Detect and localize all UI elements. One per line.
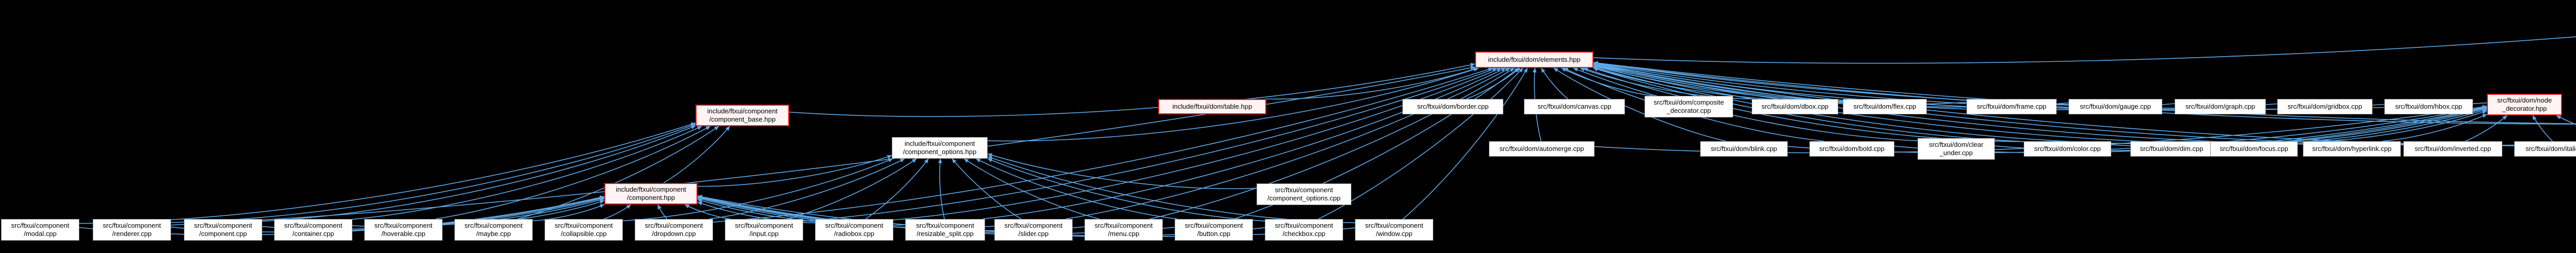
graph-node-canvas-cpp[interactable]: src/ftxui/dom/canvas.cpp [1524, 99, 1625, 114]
include-edge-composite_decorator_cpp-to-elements_hpp [1561, 68, 1653, 96]
include-edge-slider_cpp-to-component_options_hpp [952, 158, 1022, 220]
include-edge-resizable_split_cpp-to-elements_hpp [982, 68, 1506, 220]
graph-node-window-cpp[interactable]: src/ftxui/component /window.cpp [1355, 219, 1433, 241]
include-edge-menu_cpp-to-elements_hpp [1149, 68, 1515, 220]
graph-node-input-cpp[interactable]: src/ftxui/component /input.cpp [725, 219, 803, 241]
graph-node-maybe-cpp[interactable]: src/ftxui/component /maybe.cpp [454, 219, 533, 241]
include-edge-resizable_split_cpp-to-component_options_hpp [938, 158, 945, 220]
include-edge-dropdown_cpp-to-elements_hpp [713, 67, 1493, 223]
include-edge-input_cpp-to-component_hpp [684, 204, 731, 220]
graph-node-frame-cpp[interactable]: src/ftxui/dom/frame.cpp [1967, 99, 2057, 114]
graph-node-hoverable-cpp[interactable]: src/ftxui/component /hoverable.cpp [364, 219, 443, 241]
include-edge-checkbox_cpp-to-component_options_hpp [987, 158, 1265, 222]
graph-node-slider-cpp[interactable]: src/ftxui/component /slider.cpp [994, 219, 1073, 241]
include-edge-container_cpp-to-component_base_hpp [352, 126, 702, 220]
include-edge-renderer_cpp-to-component_base_hpp [171, 124, 696, 223]
include-edge-hyperlink_cpp-to-node_decorator_hpp [2382, 113, 2487, 142]
include-edge-maybe_cpp-to-component_hpp [532, 204, 605, 222]
include-edge-input_cpp-to-component_options_hpp [787, 158, 917, 220]
graph-node-gridbox-cpp[interactable]: src/ftxui/dom/gridbox.cpp [2277, 99, 2372, 114]
include-edge-component_cpp-to-component_base_hpp [262, 125, 696, 222]
include-edge-input_cpp-to-elements_hpp [803, 68, 1497, 222]
graph-node-bold-cpp[interactable]: src/ftxui/dom/bold.cpp [1809, 141, 1894, 157]
graph-node-button-cpp[interactable]: src/ftxui/component /button.cpp [1175, 219, 1253, 241]
graph-node-dbox-cpp[interactable]: src/ftxui/dom/dbox.cpp [1752, 99, 1838, 114]
include-edge-radiobox_cpp-to-component_options_hpp [865, 158, 929, 220]
graph-node-blink-cpp[interactable]: src/ftxui/dom/blink.cpp [1700, 141, 1788, 157]
graph-node-hbox-cpp[interactable]: src/ftxui/dom/hbox.cpp [2384, 99, 2473, 114]
include-edge-border_cpp-to-elements_hpp [1466, 68, 1520, 99]
include-edge-dropdown_cpp-to-component_hpp [657, 204, 668, 220]
include-edge-component_hpp-to-component_options_hpp [697, 155, 892, 187]
include-edge-component_hpp-to-component_base_hpp [663, 126, 731, 183]
graph-node-component-options-cpp[interactable]: src/ftxui/component /component_options.c… [1257, 183, 1351, 205]
graph-node-graph-cpp[interactable]: src/ftxui/dom/graph.cpp [2175, 99, 2266, 114]
graph-node-composite-decorator-cpp[interactable]: src/ftxui/dom/composite _decorator.cpp [1645, 96, 1733, 117]
include-edge-table_hpp-to-elements_hpp [1265, 67, 1478, 99]
graph-node-clear-under-cpp[interactable]: src/ftxui/dom/clear _under.cpp [1918, 138, 1995, 160]
include-edge-elements_hpp-to-flexbox_config_hpp [1593, 36, 2576, 64]
graph-node-component-base-hpp[interactable]: include/ftxui/component /component_base.… [696, 105, 789, 126]
graph-node-hyperlink-cpp[interactable]: src/ftxui/dom/hyperlink.cpp [2303, 141, 2401, 157]
graph-node-component-cpp[interactable]: src/ftxui/component /component.cpp [184, 219, 262, 241]
include-edge-renderer_cpp-to-elements_hpp [171, 65, 1476, 226]
include-edge-dropdown_cpp-to-component_options_hpp [709, 158, 905, 220]
graph-node-dim-cpp[interactable]: src/ftxui/dom/dim.cpp [2130, 141, 2213, 157]
include-edge-collapsible_cpp-to-component_options_hpp [622, 158, 893, 222]
graph-node-gauge-cpp[interactable]: src/ftxui/dom/gauge.cpp [2069, 99, 2162, 114]
graph-node-dropdown-cpp[interactable]: src/ftxui/component /dropdown.cpp [635, 219, 713, 241]
graph-node-color-cpp[interactable]: src/ftxui/dom/color.cpp [2024, 141, 2111, 157]
include-edge-maybe_cpp-to-component_base_hpp [517, 126, 719, 220]
graph-node-container-cpp[interactable]: src/ftxui/component /container.cpp [274, 219, 352, 241]
graph-node-table-hpp[interactable]: include/ftxui/dom/table.hpp [1158, 99, 1266, 114]
include-edge-collapsible_cpp-to-component_hpp [603, 204, 631, 220]
include-edge-italic_cpp-to-node_decorator_hpp [2532, 115, 2553, 142]
graph-node-italic-cpp[interactable]: src/ftxui/dom/italic.cpp [2514, 141, 2576, 157]
include-edge-component_base_hpp-to-elements_hpp [789, 62, 1476, 117]
include-edge-clear_under_cpp-to-elements_hpp [1573, 68, 1918, 141]
include-edge-blink_cpp-to-elements_hpp [1553, 68, 1726, 142]
include-edge-focus_cpp-to-node_decorator_hpp [2297, 110, 2487, 142]
graph-node-flex-cpp[interactable]: src/ftxui/dom/flex.cpp [1843, 99, 1927, 114]
graph-node-focus-cpp[interactable]: src/ftxui/dom/focus.cpp [2210, 141, 2298, 157]
graph-node-automerge-cpp[interactable]: src/ftxui/dom/automerge.cpp [1489, 141, 1595, 157]
graph-node-inverted-cpp[interactable]: src/ftxui/dom/inverted.cpp [2403, 141, 2502, 157]
graph-node-resizable-split-cpp[interactable]: src/ftxui/component /resizable_split.cpp [905, 219, 985, 241]
graph-node-modal-cpp[interactable]: src/ftxui/component /modal.cpp [1, 219, 79, 241]
graph-node-renderer-cpp[interactable]: src/ftxui/component /renderer.cpp [93, 219, 171, 241]
graph-node-node-decorator-hpp[interactable]: src/ftxui/dom/node _decorator.hpp [2487, 94, 2562, 115]
graph-node-menu-cpp[interactable]: src/ftxui/component /menu.cpp [1084, 219, 1163, 241]
include-edge-paragraph_cpp-to-elements_hpp [1593, 61, 2576, 125]
include-edge-canvas_cpp-to-elements_hpp [1541, 68, 1568, 99]
graph-node-elements-hpp[interactable]: include/ftxui/dom/elements.hpp [1475, 52, 1594, 68]
graph-node-collapsible-cpp[interactable]: src/ftxui/component /collapsible.cpp [545, 219, 623, 241]
include-edge-button_cpp-to-component_options_hpp [975, 158, 1178, 220]
include-edge-linear_gradient_cpp-to-node_decorator_hpp [2556, 115, 2576, 125]
graph-node-radiobox-cpp[interactable]: src/ftxui/component /radiobox.cpp [815, 219, 893, 241]
include-edge-hoverable_cpp-to-component_base_hpp [435, 126, 711, 220]
graph-node-component-hpp[interactable]: include/ftxui/component /component.hpp [604, 183, 698, 205]
include-edge-menu_cpp-to-component_options_hpp [963, 158, 1100, 220]
include-edge-slider_cpp-to-elements_hpp [1065, 68, 1511, 220]
include-edge-component_options_hpp-to-elements_hpp [987, 67, 1479, 142]
include-edge-inverted_cpp-to-node_decorator_hpp [2465, 115, 2507, 142]
include-edge-component_options_cpp-to-component_options_hpp [987, 153, 1257, 189]
include-edge-window_cpp-to-elements_hpp [1402, 68, 1528, 220]
graph-node-component-options-hpp[interactable]: include/ftxui/component /component_optio… [892, 137, 988, 159]
graph-node-checkbox-cpp[interactable]: src/ftxui/component /checkbox.cpp [1265, 219, 1343, 241]
graph-node-border-cpp[interactable]: src/ftxui/dom/border.cpp [1402, 99, 1503, 114]
